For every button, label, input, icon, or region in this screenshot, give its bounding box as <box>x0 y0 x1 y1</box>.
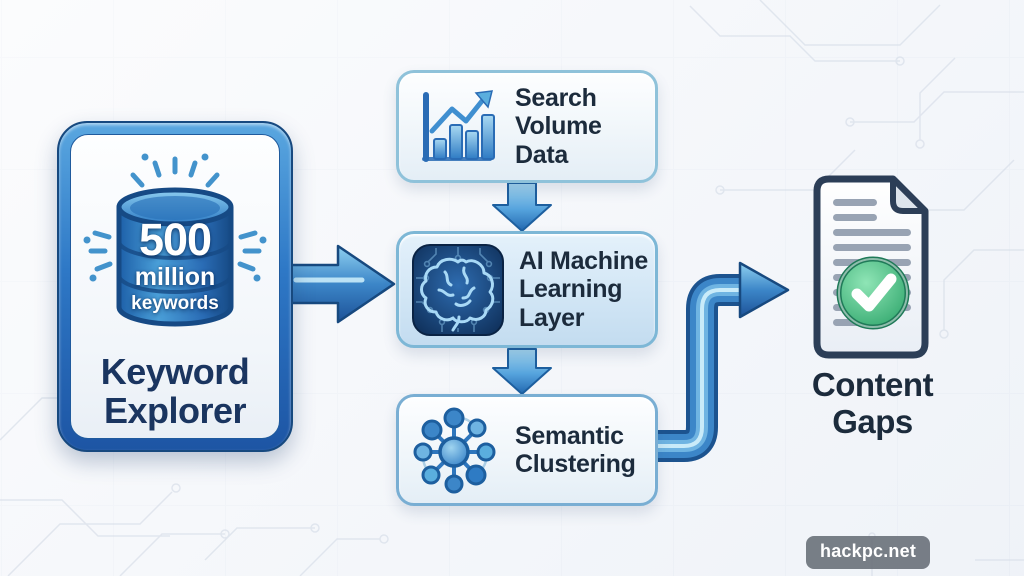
badge-unit: million <box>134 263 216 291</box>
document-check-icon <box>801 171 937 363</box>
content-gaps-title: Content Gaps <box>811 366 934 440</box>
database-icon: 500 million keywords <box>75 145 275 351</box>
node-label: Semantic Clustering <box>515 421 636 478</box>
node-search-volume-data: Search Volume Data <box>396 70 658 183</box>
node-ai-machine-learning-layer: AI Machine Learning Layer <box>396 231 658 348</box>
keyword-explorer-title: Keyword Explorer <box>100 351 250 431</box>
watermark-badge: hackpc.net <box>806 536 931 569</box>
node-label: AI Machine Learning Layer <box>519 247 648 332</box>
node-semantic-clustering: Semantic Clustering <box>396 394 658 506</box>
keyword-explorer-node: 500 million keywords Keyword Explorer <box>57 121 293 452</box>
ai-brain-icon <box>412 243 504 336</box>
arrow-search-to-ai <box>492 182 552 232</box>
arrow-ai-to-clustering <box>492 348 552 395</box>
keyword-count-badge: 500 million keywords <box>75 217 275 313</box>
badge-value: 500 <box>138 214 212 265</box>
arrow-clustering-to-content-gaps <box>656 261 790 462</box>
node-label: Search Volume Data <box>515 84 602 169</box>
badge-label: keywords <box>131 293 219 314</box>
cluster-network-icon <box>413 407 496 494</box>
arrow-keyword-to-ai <box>289 244 396 324</box>
bar-chart-icon <box>422 89 495 162</box>
